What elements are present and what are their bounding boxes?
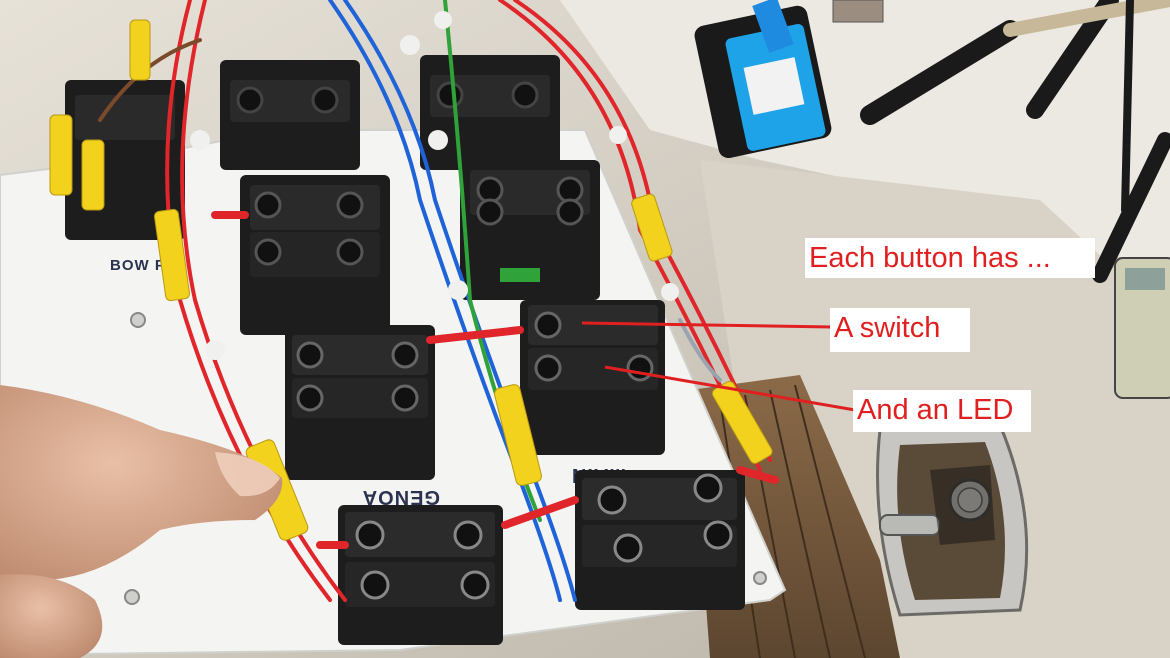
- button-module: [420, 55, 560, 170]
- annotation-led-label: And an LED: [853, 390, 1031, 432]
- pointing-hand: [0, 385, 283, 658]
- drill-bit-box: [694, 0, 832, 159]
- switch-arrow: [581, 321, 833, 329]
- annotation-switch-label: A switch: [830, 308, 970, 352]
- annotation-arrows: [581, 321, 856, 412]
- panel-screw-hole: [124, 589, 140, 605]
- button-module: [285, 325, 435, 480]
- button-module: [338, 505, 503, 645]
- button-module: [575, 470, 745, 610]
- panel-label-genoa: GENOA: [362, 486, 440, 508]
- deck-fitting: [876, 423, 1029, 617]
- panel-screw-hole: [130, 312, 146, 328]
- panel-screw-hole: [753, 571, 767, 585]
- small-component: [832, 0, 884, 23]
- button-module: [240, 175, 390, 335]
- tripod: [860, 0, 1170, 283]
- button-module: [460, 160, 600, 300]
- annotation-title: Each button has ...: [805, 238, 1095, 278]
- cable-ties: [190, 11, 679, 360]
- button-module: [220, 60, 360, 170]
- multimeter: [1114, 257, 1170, 399]
- button-modules: [65, 55, 745, 645]
- led-arrow: [604, 365, 856, 412]
